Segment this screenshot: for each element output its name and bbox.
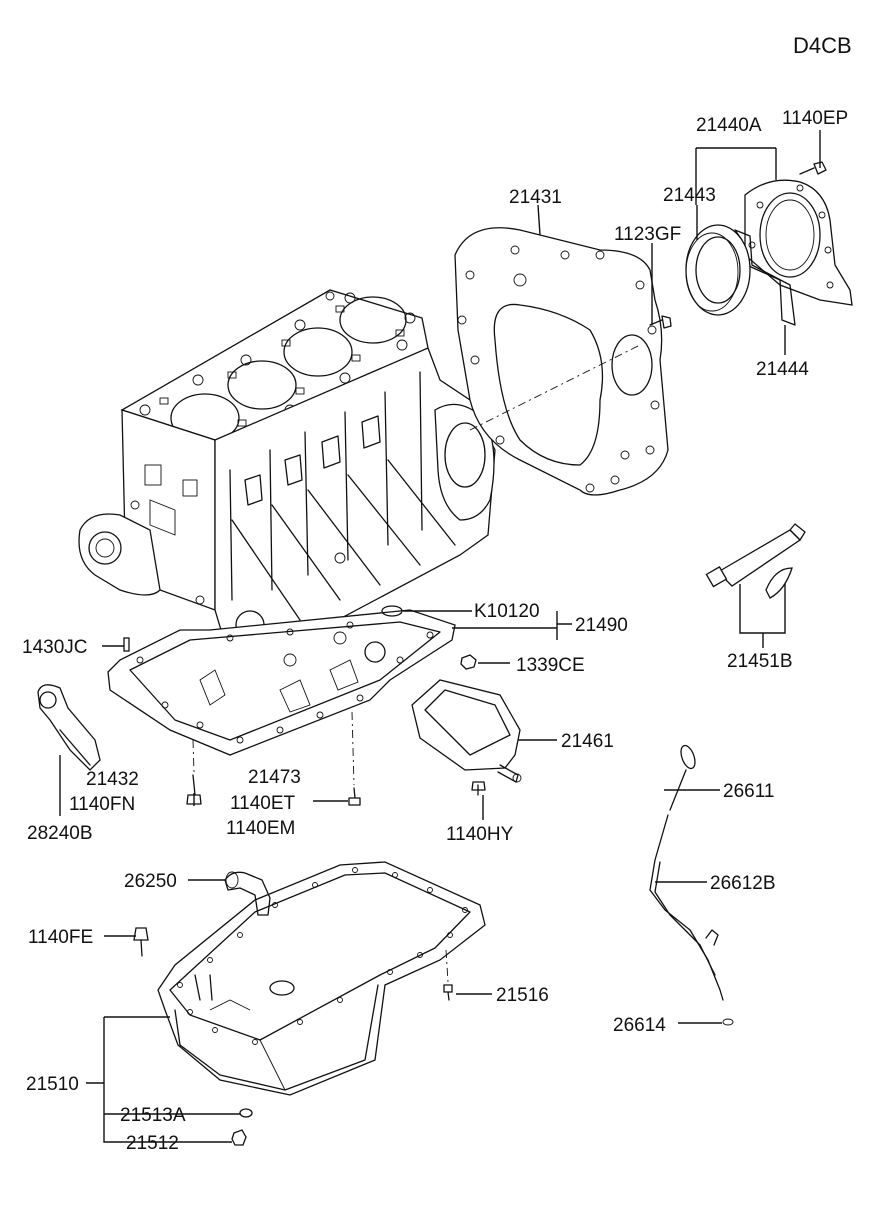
label-1140em: 1140EM xyxy=(226,818,295,839)
label-21443: 21443 xyxy=(663,185,716,206)
part-labels: D4CB 21440A 1140EP 21443 21431 1123GF 21… xyxy=(22,33,852,1154)
label-1140fe: 1140FE xyxy=(28,927,93,948)
label-1140et: 1140ET xyxy=(230,793,296,814)
label-21512: 21512 xyxy=(126,1133,179,1154)
label-21461: 21461 xyxy=(561,731,614,752)
label-21451b: 21451B xyxy=(727,651,793,672)
label-k10120: K10120 xyxy=(474,601,540,622)
small-parts xyxy=(37,605,522,806)
label-26611: 26611 xyxy=(723,781,774,802)
label-1140fn: 1140FN xyxy=(69,794,135,815)
lower-frame xyxy=(107,609,456,756)
label-26614: 26614 xyxy=(613,1015,666,1036)
label-1140hy: 1140HY xyxy=(446,824,514,845)
oil-pan xyxy=(133,861,486,1146)
label-21513a: 21513A xyxy=(120,1105,186,1126)
label-21510: 21510 xyxy=(26,1074,79,1095)
label-28240b: 28240B xyxy=(27,823,93,844)
label-1339ce: 1339CE xyxy=(516,655,585,676)
label-21516: 21516 xyxy=(496,985,549,1006)
label-1430jc: 1430JC xyxy=(22,637,88,658)
label-21432: 21432 xyxy=(86,769,139,790)
leader-lines xyxy=(59,130,821,1143)
rear-plate xyxy=(454,227,669,496)
label-21431: 21431 xyxy=(509,187,562,208)
label-26250: 26250 xyxy=(124,871,177,892)
label-1123gf: 1123GF xyxy=(614,224,681,245)
label-26612b: 26612B xyxy=(710,873,776,894)
label-21440a: 21440A xyxy=(696,115,762,136)
engine-block xyxy=(78,289,496,663)
label-21444: 21444 xyxy=(756,359,809,380)
sealant-tube xyxy=(705,523,806,599)
engine-code: D4CB xyxy=(793,33,852,58)
label-1140ep: 1140EP xyxy=(782,108,848,129)
label-21490: 21490 xyxy=(575,615,628,636)
label-21473: 21473 xyxy=(248,767,301,788)
seal-case xyxy=(649,161,853,329)
